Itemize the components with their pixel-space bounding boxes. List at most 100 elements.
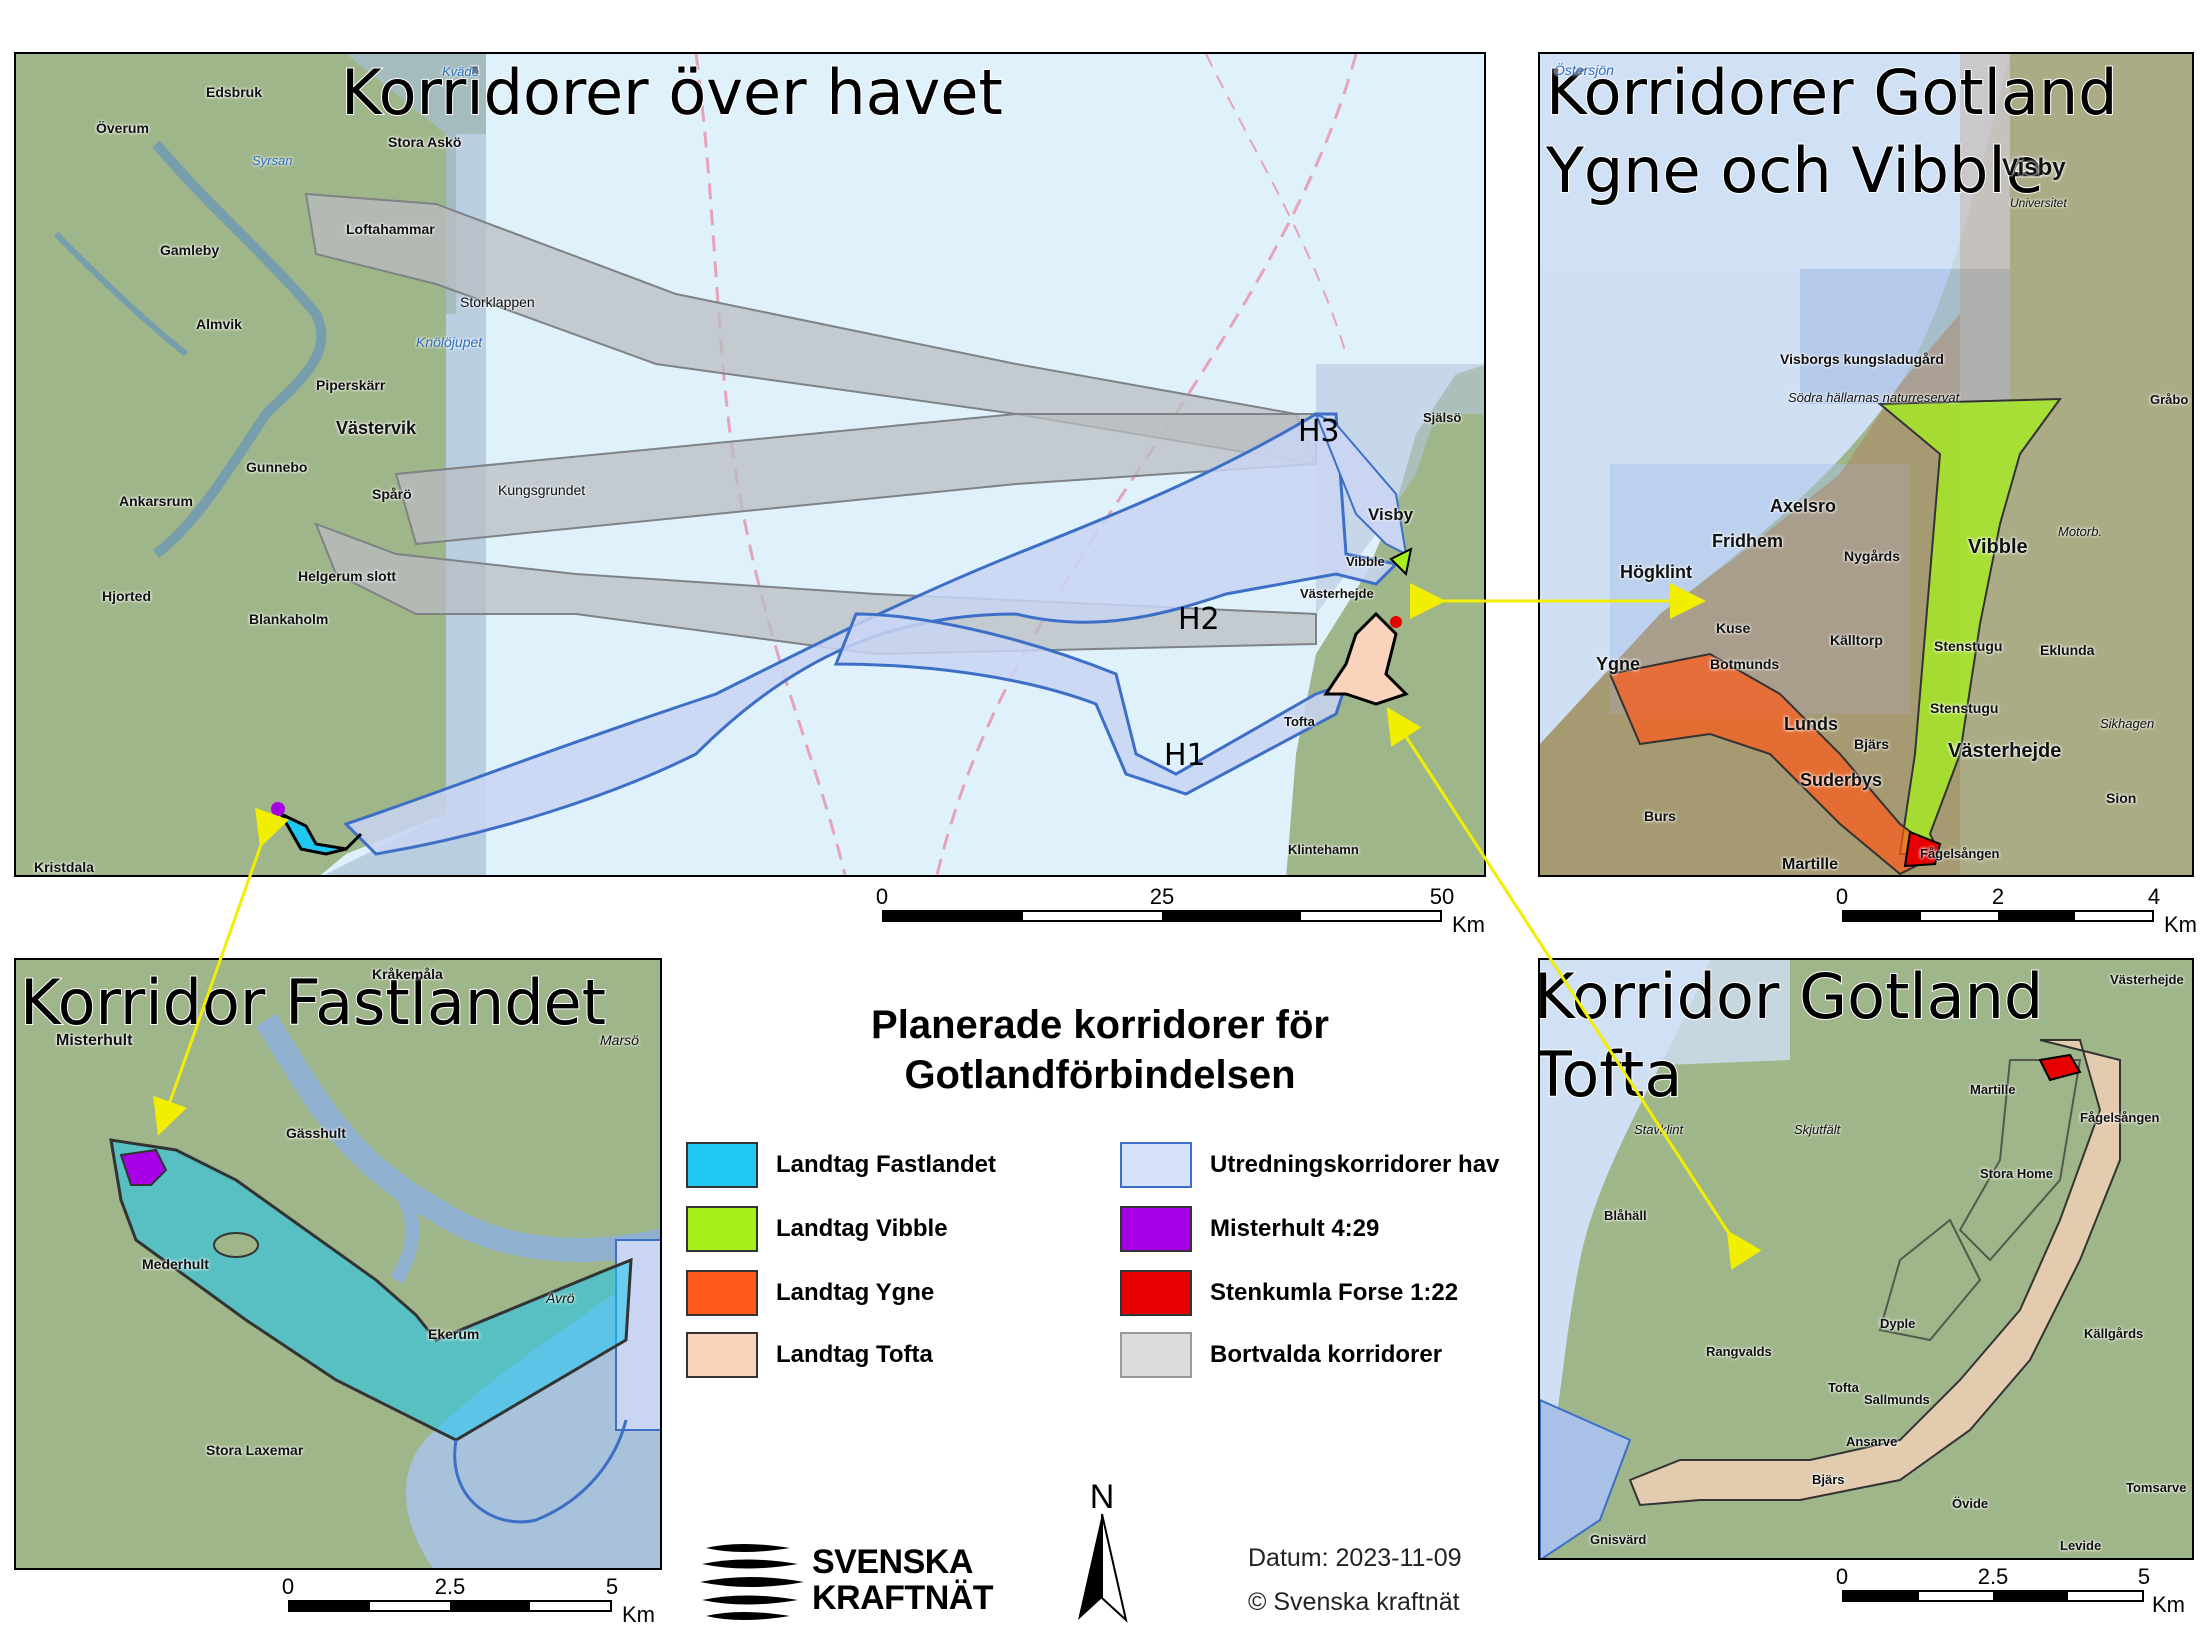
north-arrow: N [1070, 1478, 1134, 1624]
place-label: Spårö [372, 486, 412, 502]
legend-item-bortvalda-korridorer: Bortvalda korridorer [1120, 1332, 1442, 1378]
legend-label: Landtag Vibble [776, 1215, 948, 1242]
place-label: Klintehamn [1288, 842, 1359, 857]
sea-map-panel[interactable]: Korridorer över havet H3 H2 H1 Edsbruk Ö… [14, 52, 1486, 877]
north-label: N [1089, 1478, 1115, 1516]
place-label: Gnisvärd [1590, 1532, 1647, 1547]
place-label: Själsö [1423, 410, 1462, 425]
place-label: Stenstugu [1934, 638, 2003, 654]
place-label: Stavklint [1634, 1122, 1684, 1137]
fastlandet-map [16, 960, 660, 1568]
legend-swatch [1120, 1206, 1192, 1252]
scale-tick: 2.5 [1977, 1564, 2009, 1589]
place-label: Rangvalds [1706, 1344, 1772, 1359]
place-label: Eklunda [2040, 642, 2095, 658]
copyright-text: © Svenska kraftnät [1248, 1588, 1460, 1616]
place-label: Bjärs [1854, 736, 1890, 752]
scalebar-fastlandet: 0 2.5 5 Km [282, 1574, 655, 1627]
place-label: Stora Askö [388, 134, 462, 150]
logo-line2: KRAFTNÄT [812, 1579, 994, 1617]
date-text: Datum: 2023-11-09 [1248, 1544, 1462, 1572]
place-label: Marsö [600, 1032, 639, 1048]
logo-mark-icon [700, 1544, 804, 1620]
place-label: Motorb. [2058, 524, 2103, 539]
legend-swatch [686, 1142, 758, 1188]
place-label: Martille [1782, 856, 1839, 873]
place-label: Visby [1368, 505, 1414, 524]
place-label: Ankarsrum [119, 493, 193, 509]
place-label: Visborgs kungsladugård [1780, 351, 1944, 367]
place-label: Gråbo [2150, 392, 2189, 407]
ygne-vibble-title-line2: Ygne och Vibble [1545, 134, 2045, 207]
place-label: Tomsarve [2126, 1480, 2187, 1495]
legend-item-landtag-vibble: Landtag Vibble [686, 1206, 948, 1252]
place-label: Helgerum slott [298, 568, 397, 584]
place-label: Ygne [1596, 654, 1641, 674]
scale-tick: 2.5 [434, 1574, 466, 1599]
scale-unit: Km [1452, 912, 1485, 937]
place-label: Botmunds [1710, 656, 1780, 672]
place-label: Dyple [1880, 1316, 1916, 1331]
place-label: Källgårds [2084, 1326, 2144, 1341]
place-label: Södra hällarnas naturreservat [1788, 390, 1960, 405]
legend-title-line2: Gotlandförbindelsen [904, 1053, 1296, 1097]
legend-item-landtag-ygne: Landtag Ygne [686, 1270, 934, 1316]
legend-label: Utredningskorridorer hav [1210, 1151, 1500, 1178]
corridor-label-h3: H3 [1298, 414, 1340, 449]
place-label: Högklint [1620, 562, 1692, 582]
scale-unit: Km [2164, 912, 2197, 937]
place-label: Avrö [546, 1290, 575, 1306]
north-arrow-icon [1078, 1514, 1128, 1623]
place-label: Suderbys [1800, 770, 1883, 790]
logo-line1: SVENSKA [812, 1543, 973, 1581]
legend-swatch [686, 1270, 758, 1316]
place-label: Kuse [1716, 620, 1751, 636]
place-label: Universitet [2010, 196, 2067, 210]
place-label: Blåhäll [1604, 1208, 1647, 1223]
legend-item-misterhult: Misterhult 4:29 [1120, 1206, 1379, 1252]
place-label: Visby [2002, 154, 2066, 181]
place-label: Östersjön [1554, 62, 1614, 78]
place-label: Storklappen [460, 294, 535, 310]
corridor-label-h1: H1 [1164, 738, 1206, 773]
place-label: Övide [1952, 1496, 1989, 1511]
place-label: Martille [1970, 1082, 2016, 1097]
place-label: Gamleby [160, 242, 220, 258]
place-label: Västerhejde [1300, 586, 1374, 601]
svenska-kraftnat-logo: SVENSKA KRAFTNÄT [700, 1540, 1000, 1624]
scalebar-tofta: 0 2.5 5 Km [1836, 1564, 2185, 1617]
place-label: Kråkemåla [372, 966, 443, 982]
place-label: Västerhejde [1948, 740, 2062, 762]
sea-map [16, 54, 1484, 875]
legend-label: Stenkumla Forse 1:22 [1210, 1279, 1459, 1306]
tofta-map-panel[interactable]: Korridor Gotland Tofta Västerhejde Marti… [1538, 958, 2194, 1560]
legend-item-utredningskorridorer-hav: Utredningskorridorer hav [1120, 1142, 1499, 1188]
scale-tick: 5 [2137, 1564, 2151, 1589]
place-label: Ekerum [428, 1326, 480, 1342]
place-label: Syrsan [252, 153, 293, 168]
scale-tick: 0 [1835, 884, 1849, 909]
place-label: Levide [2060, 1538, 2102, 1553]
scale-unit: Km [2152, 1592, 2185, 1617]
place-label: Kvädö [442, 64, 479, 79]
place-label: Stora Home [1980, 1166, 2053, 1181]
ygne-vibble-map-panel[interactable]: Korridorer Gotland Ygne och Vibble Öster… [1538, 52, 2194, 877]
scale-tick: 2 [1991, 884, 2005, 909]
fastlandet-map-panel[interactable]: Korridor Fastlandet Kråkemåla Misterhult… [14, 958, 662, 1570]
legend-label: Misterhult 4:29 [1210, 1215, 1380, 1242]
place-label: Sallmunds [1864, 1392, 1930, 1407]
place-label: Burs [1644, 808, 1676, 824]
legend-label: Landtag Tofta [776, 1341, 933, 1368]
place-label: Knölöjupet [416, 334, 483, 350]
place-label: Bjärs [1812, 1472, 1845, 1487]
fastlandet-title: Korridor Fastlandet [19, 966, 607, 1039]
scalebar-sea: 0 25 50 Km [876, 884, 1485, 937]
legend-swatch [1120, 1332, 1192, 1378]
legend-item-landtag-tofta: Landtag Tofta [686, 1332, 933, 1378]
place-label: Tofta [1284, 714, 1315, 729]
place-label: Vibble [1968, 536, 2028, 558]
place-label: Stora Laxemar [206, 1442, 304, 1458]
place-label: Fridhem [1712, 531, 1784, 551]
place-label: Fågelsången [1920, 846, 2000, 861]
legend-title-line1: Planerade korridorer för [871, 1003, 1329, 1047]
